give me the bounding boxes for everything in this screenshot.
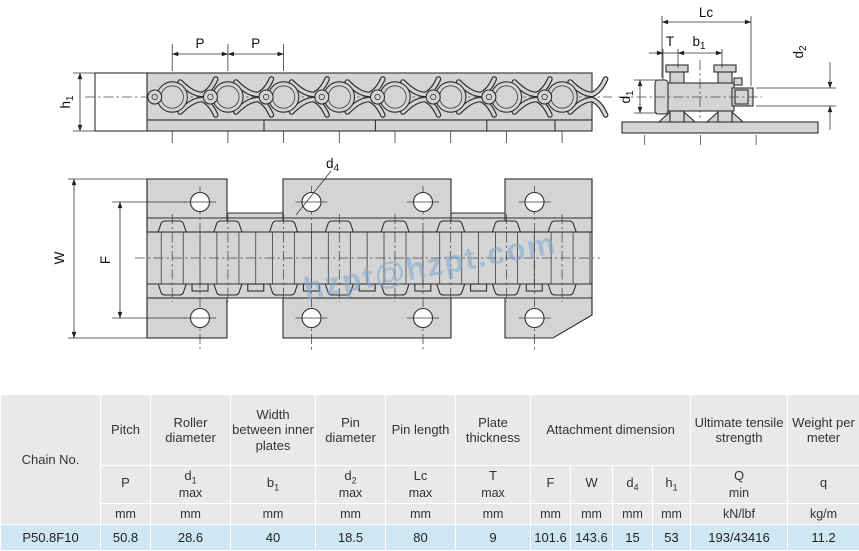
pitch-dimension-label: P <box>251 36 260 51</box>
spec-table: Chain No. Pitch Roller diameter Width be… <box>0 394 859 551</box>
w-dimension-label: W <box>52 251 67 264</box>
symbol-h1: h1 <box>653 466 691 504</box>
t-dimension-label: T <box>666 34 674 49</box>
unit-cell: mm <box>231 504 316 525</box>
col-header-roller-diameter: Roller diameter <box>151 395 231 466</box>
symbol-f: F <box>531 466 571 504</box>
unit-cell: mm <box>653 504 691 525</box>
d4-dimension-label: d4 <box>326 156 340 174</box>
lc-dimension-label: Lc <box>699 5 714 20</box>
unit-cell: mm <box>316 504 386 525</box>
unit-cell: kN/lbf <box>691 504 788 525</box>
col-header-width-inner-plates: Width between inner plates <box>231 395 316 466</box>
unit-cell: mm <box>386 504 456 525</box>
end-view-drawing: Lc T b1 d1 d2 <box>618 5 836 148</box>
col-header-pin-length: Pin length <box>386 395 456 466</box>
unit-cell: mm <box>456 504 531 525</box>
symbol-p: P <box>101 466 151 504</box>
d1-dimension-label: d1 <box>618 90 636 104</box>
col-header-chain-no: Chain No. <box>1 395 101 525</box>
symbol-q-weight: q <box>788 466 859 504</box>
h1-dimension-label: h1 <box>58 95 76 109</box>
pitch-dimension-label: P <box>195 36 204 51</box>
col-header-plate-thickness: Plate thickness <box>456 395 531 466</box>
col-header-weight-per-meter: Weight per meter <box>788 395 859 466</box>
col-header-pitch: Pitch <box>101 395 151 466</box>
side-view-drawing: P P h1 <box>58 36 612 143</box>
col-header-pin-diameter: Pin diameter <box>316 395 386 466</box>
unit-cell: mm <box>571 504 613 525</box>
unit-cell: mm <box>531 504 571 525</box>
unit-cell: mm <box>613 504 653 525</box>
col-header-ultimate-tensile-strength: Ultimate tensile strength <box>691 395 788 466</box>
symbol-b1: b1 <box>231 466 316 504</box>
symbol-d4: d4 <box>613 466 653 504</box>
unit-cell: mm <box>101 504 151 525</box>
unit-cell: kg/m <box>788 504 859 525</box>
technical-drawing: P P h1 Lc <box>0 0 859 394</box>
b1-dimension-label: b1 <box>692 34 706 52</box>
col-header-attachment-dimension: Attachment dimension <box>531 395 691 466</box>
unit-cell: mm <box>151 504 231 525</box>
d2-dimension-label: d2 <box>791 45 809 59</box>
f-dimension-label: F <box>98 256 113 264</box>
symbol-w: W <box>571 466 613 504</box>
